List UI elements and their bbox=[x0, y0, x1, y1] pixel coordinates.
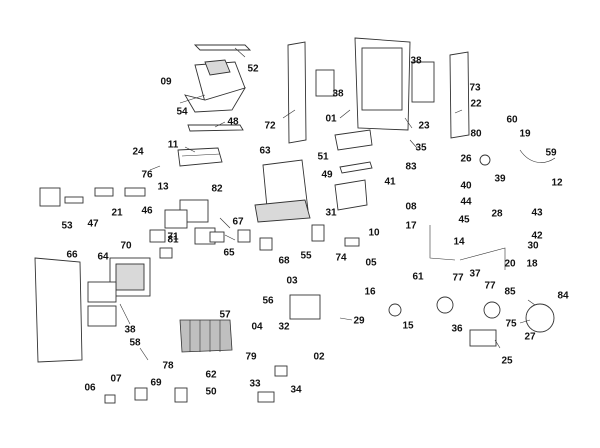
callout-73: 73 bbox=[469, 83, 481, 94]
callout-06: 06 bbox=[84, 383, 96, 394]
callout-35: 35 bbox=[415, 143, 427, 154]
callout-labels: 01 02 03 04 05 06 07 08 09 10 11 12 13 1… bbox=[61, 56, 569, 398]
callout-80: 80 bbox=[470, 129, 482, 140]
callout-38-left: 38 bbox=[124, 325, 136, 336]
callout-08: 08 bbox=[405, 202, 417, 213]
callout-77-left: 77 bbox=[452, 273, 464, 284]
callout-01: 01 bbox=[325, 114, 337, 125]
leader-lines bbox=[119, 47, 536, 361]
callout-09: 09 bbox=[160, 77, 172, 88]
callout-52: 52 bbox=[247, 64, 259, 75]
callout-29: 29 bbox=[353, 316, 365, 327]
callout-51: 51 bbox=[317, 152, 329, 163]
callout-20: 20 bbox=[504, 259, 516, 270]
callout-57: 57 bbox=[219, 310, 231, 321]
callout-32: 32 bbox=[278, 322, 290, 333]
callout-38-top-left: 38 bbox=[332, 89, 344, 100]
callout-82: 82 bbox=[211, 184, 223, 195]
callout-16: 16 bbox=[364, 287, 376, 298]
callout-24: 24 bbox=[132, 147, 144, 158]
callout-07: 07 bbox=[110, 374, 122, 385]
callout-77-right: 77 bbox=[484, 281, 496, 292]
callout-40: 40 bbox=[460, 181, 472, 192]
callout-14: 14 bbox=[453, 237, 465, 248]
callout-41: 41 bbox=[384, 177, 396, 188]
callout-26: 26 bbox=[460, 154, 472, 165]
callout-10: 10 bbox=[368, 228, 380, 239]
callout-27: 27 bbox=[524, 332, 536, 343]
callout-69: 69 bbox=[150, 378, 162, 389]
callout-85: 85 bbox=[504, 287, 516, 298]
callout-31: 31 bbox=[325, 208, 337, 219]
callout-67: 67 bbox=[232, 217, 244, 228]
callout-56: 56 bbox=[262, 296, 274, 307]
callout-59: 59 bbox=[545, 148, 557, 159]
callout-38-top-right: 38 bbox=[410, 56, 422, 67]
callout-17: 17 bbox=[405, 221, 417, 232]
callout-48: 48 bbox=[227, 117, 239, 128]
callout-63: 63 bbox=[259, 146, 271, 157]
callout-45: 45 bbox=[458, 215, 470, 226]
callout-03: 03 bbox=[286, 276, 298, 287]
callout-36: 36 bbox=[451, 324, 463, 335]
callout-25: 25 bbox=[501, 356, 513, 367]
callout-30: 30 bbox=[527, 241, 539, 252]
callout-62: 62 bbox=[205, 370, 217, 381]
callout-81: 81 bbox=[167, 235, 179, 246]
callout-46: 46 bbox=[141, 206, 153, 217]
parts-drawings bbox=[34, 37, 556, 404]
callout-50: 50 bbox=[205, 387, 217, 398]
callout-53: 53 bbox=[61, 221, 73, 232]
callout-11: 11 bbox=[168, 140, 179, 151]
callout-34: 34 bbox=[290, 385, 302, 396]
callout-68: 68 bbox=[278, 256, 290, 267]
callout-43: 43 bbox=[531, 208, 543, 219]
callout-64: 64 bbox=[97, 252, 109, 263]
callout-15: 15 bbox=[402, 321, 414, 332]
callout-47: 47 bbox=[87, 219, 99, 230]
callout-65: 65 bbox=[223, 248, 235, 259]
callout-66: 66 bbox=[66, 250, 78, 261]
callout-61: 61 bbox=[412, 272, 424, 283]
callout-05: 05 bbox=[365, 258, 377, 269]
callout-28: 28 bbox=[491, 209, 503, 220]
callout-13: 13 bbox=[157, 182, 169, 193]
callout-78: 78 bbox=[162, 361, 174, 372]
callout-37: 37 bbox=[469, 269, 481, 280]
callout-42: 42 bbox=[531, 231, 543, 242]
callout-71: 71 bbox=[167, 232, 179, 243]
callout-12: 12 bbox=[551, 178, 563, 189]
callout-75: 75 bbox=[505, 319, 517, 330]
callout-33: 33 bbox=[249, 379, 261, 390]
callout-39: 39 bbox=[494, 174, 506, 185]
callout-76: 76 bbox=[141, 170, 153, 181]
callout-70: 70 bbox=[120, 241, 132, 252]
callout-19: 19 bbox=[519, 129, 531, 140]
callout-60: 60 bbox=[506, 115, 518, 126]
callout-72: 72 bbox=[264, 121, 276, 132]
callout-23: 23 bbox=[418, 121, 430, 132]
callout-84: 84 bbox=[557, 291, 569, 302]
callout-55: 55 bbox=[300, 251, 312, 262]
callout-21: 21 bbox=[111, 208, 123, 219]
callout-04: 04 bbox=[251, 322, 263, 333]
callout-44: 44 bbox=[460, 197, 472, 208]
callout-49: 49 bbox=[321, 170, 333, 181]
callout-58: 58 bbox=[129, 338, 141, 349]
callout-74: 74 bbox=[335, 253, 347, 264]
callout-22: 22 bbox=[470, 99, 482, 110]
callout-54: 54 bbox=[176, 107, 188, 118]
callout-02: 02 bbox=[313, 352, 325, 363]
callout-18: 18 bbox=[526, 259, 538, 270]
callout-83: 83 bbox=[405, 162, 417, 173]
callout-79: 79 bbox=[245, 352, 257, 363]
